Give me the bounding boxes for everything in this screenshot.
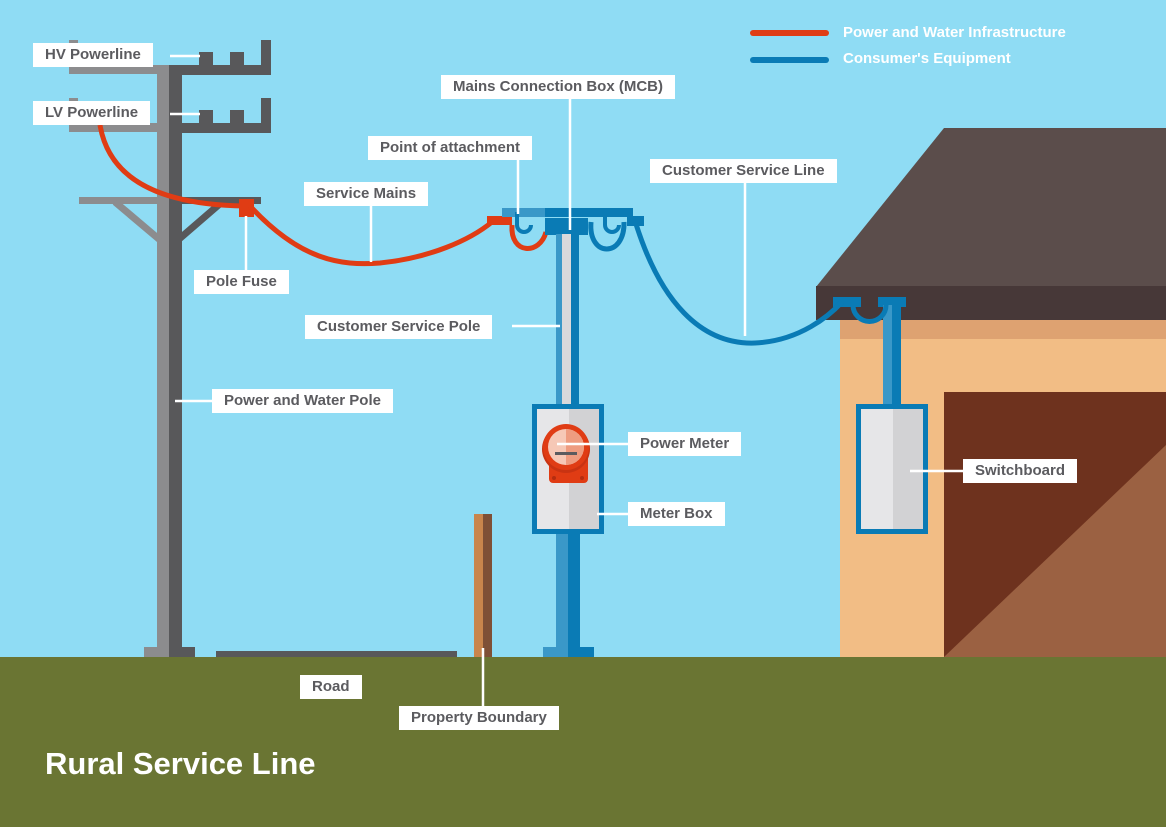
property-boundary-post-light: [474, 514, 483, 657]
customer-service-pole: [502, 208, 644, 657]
red-loop: [509, 224, 549, 251]
label-lv-powerline: LV Powerline: [33, 101, 151, 125]
label-meter-box: Meter Box: [628, 502, 725, 526]
label-hv-powerline: HV Powerline: [33, 43, 153, 67]
house-eave: [816, 286, 1166, 320]
ground: [0, 657, 1166, 827]
property-boundary-post-dark: [483, 514, 492, 657]
road-surface: [216, 651, 457, 657]
service-mains-line: [248, 204, 494, 267]
label-road: Road: [300, 675, 362, 699]
label-pole-fuse: Pole Fuse: [194, 270, 289, 294]
power-meter: [542, 424, 590, 483]
pole-fuse: [239, 199, 254, 217]
point-of-attachment-bracket: [487, 216, 512, 225]
diagram-title: Rural Service Line: [45, 746, 316, 781]
label-power-and-water-pole: Power and Water Pole: [212, 389, 393, 413]
label-service-mains: Service Mains: [304, 182, 429, 206]
label-power-meter: Power Meter: [628, 432, 742, 456]
label-switchboard: Switchboard: [963, 459, 1078, 483]
label-customer-service-pole: Customer Service Pole: [305, 315, 493, 339]
house-roof: [816, 128, 1166, 287]
customer-service-line-cable: [633, 223, 844, 346]
switchboard: [856, 404, 928, 534]
label-property-boundary: Property Boundary: [399, 706, 559, 730]
legend-consumer-label: Consumer's Equipment: [843, 50, 1011, 67]
house-wall-band: [840, 320, 1166, 339]
leader-lines: [170, 54, 963, 706]
label-customer-service-line: Customer Service Line: [650, 159, 837, 183]
house: [816, 128, 1166, 657]
label-mains-connection-box: Mains Connection Box (MCB): [441, 75, 675, 99]
label-point-of-attachment: Point of attachment: [368, 136, 533, 160]
house-riser: [833, 297, 906, 405]
legend-infrastructure-label: Power and Water Infrastructure: [843, 24, 1066, 41]
lv-drop-line: [97, 124, 246, 209]
house-door-shade: [944, 445, 1166, 657]
